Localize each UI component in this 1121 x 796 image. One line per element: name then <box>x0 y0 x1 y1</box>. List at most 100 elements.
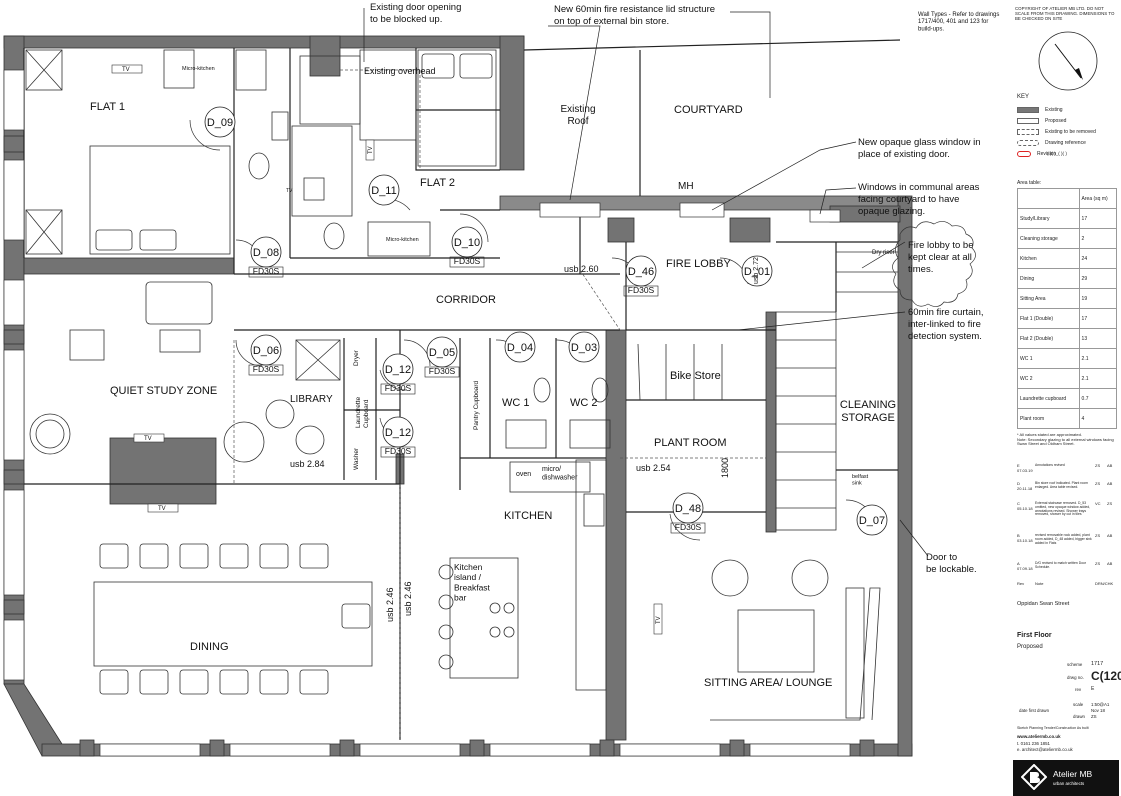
rev-letter: E <box>1017 463 1020 468</box>
rev-letter: A <box>1017 561 1020 566</box>
door-rating: FD30S <box>385 446 412 456</box>
area-value: 24 <box>1078 248 1118 269</box>
key-swatch <box>1017 117 1039 124</box>
room-dining: DINING <box>190 641 229 653</box>
door-id: D_01 <box>744 266 770 278</box>
dim-usb-284: usb 2.84 <box>290 459 325 469</box>
door-tag: D_01 <box>741 255 773 287</box>
key-row: Existing to be removed <box>1017 128 1096 136</box>
door-rating: FD30S <box>385 383 412 393</box>
rev-by: ZS <box>1095 481 1101 486</box>
dim-usb-272: usb 2.72 <box>753 257 760 284</box>
door-rating: FD30S <box>675 522 702 532</box>
rev-letter: D <box>1017 481 1020 486</box>
dim-1800: 1800 <box>720 458 730 478</box>
key-swatch <box>1017 128 1039 135</box>
label-micro-kitchen-1: Micro-kitchen <box>182 66 215 72</box>
atelier-mb-logo-icon <box>1021 764 1047 790</box>
door-id: D_04 <box>507 342 533 354</box>
label-dryer: Dryer <box>353 349 360 366</box>
room-courtyard: COURTYARD <box>674 104 743 116</box>
dim-usb-246a: usb 2.46 <box>385 587 395 622</box>
label-dry-riser: Dry riser <box>872 250 895 256</box>
area-value: 17 <box>1078 308 1118 329</box>
sheet-subtitle: Proposed <box>1017 644 1043 650</box>
sheet-title: First Floor <box>1017 632 1052 639</box>
key-swatch <box>1017 139 1039 146</box>
door-rating-box <box>449 256 485 268</box>
room-flat2: FLAT 2 <box>420 177 455 189</box>
door-id: D_07 <box>859 515 885 527</box>
rev-label: rev <box>1075 687 1082 692</box>
rev-date: 07.09.18 <box>1017 566 1033 571</box>
door-rating-box <box>670 522 706 534</box>
website[interactable]: www.ateliermb.co.uk <box>1017 734 1061 739</box>
door-tag: D_09 <box>204 106 236 138</box>
tv-labels: TV TV TV TV TV TV <box>111 64 663 635</box>
room-wc2: WC 2 <box>570 397 598 409</box>
key-swatch <box>1017 106 1039 113</box>
room-wc1: WC 1 <box>502 397 530 409</box>
door-id: D_12 <box>385 427 411 439</box>
rev-chk: AB <box>1107 561 1113 566</box>
room-library: LIBRARY <box>290 394 333 405</box>
dim-usb-254: usb 2.54 <box>636 463 671 473</box>
email[interactable]: e. architect@ateliermb.co.uk <box>1017 747 1073 752</box>
door-id: D_09 <box>207 117 233 129</box>
rev-desc: Bin store roof indicated. Plant room enl… <box>1035 481 1088 489</box>
door-rating-box <box>248 364 284 376</box>
room-quiet-study: QUIET STUDY ZONE <box>110 385 217 397</box>
leader-lines <box>363 8 929 557</box>
firm-name: Atelier MB <box>1053 769 1093 779</box>
scheme-label: scheme <box>1067 662 1083 667</box>
area-value: 2.1 <box>1078 368 1118 389</box>
area-name: Flat 1 (Double) <box>1017 308 1080 329</box>
date-label: date first drawn <box>1019 708 1050 713</box>
door-id: D_12 <box>385 364 411 376</box>
rev-letter: C <box>1017 501 1020 506</box>
scale-label: scale <box>1073 702 1084 707</box>
area-value: 4 <box>1078 408 1118 429</box>
north-arrow-icon <box>1038 31 1098 91</box>
key-label: Drawing reference <box>1045 140 1086 146</box>
area-name: Sitting Area <box>1017 288 1080 309</box>
area-name: Laundrette cupboard <box>1017 388 1080 409</box>
rev-header-drn: DRN/CHK <box>1095 581 1114 586</box>
drwg-label: drwg no. <box>1067 675 1084 680</box>
label-micro-kitchen-2: Micro-kitchen <box>386 237 419 243</box>
area-header: Area (sq m) <box>1078 188 1118 209</box>
area-row: Flat 1 (Double)17 <box>1017 308 1118 329</box>
door-id: D_46 <box>628 266 654 278</box>
furniture <box>25 49 898 721</box>
door-rating-box <box>248 266 284 278</box>
area-value: 17 <box>1078 208 1118 229</box>
firm-tagline: urban architects <box>1053 781 1085 786</box>
door-id: D_03 <box>571 342 597 354</box>
title-block: Copyright of Atelier MB Ltd. Do not scal… <box>1013 0 1121 796</box>
area-name: Kitchen <box>1017 248 1080 269</box>
dimension-labels: usb 2.60 usb 2.84 usb 2.54 usb 2.46 usb … <box>290 257 760 622</box>
drawing-ref-code: ( )( )_( )( ) <box>1047 151 1067 156</box>
key-label: Existing to be removed <box>1045 129 1096 135</box>
tv-label: TV <box>656 616 662 624</box>
rev-desc: External staircase removed. D_53 omitted… <box>1035 501 1091 517</box>
scheme-value: 1717 <box>1091 661 1104 667</box>
